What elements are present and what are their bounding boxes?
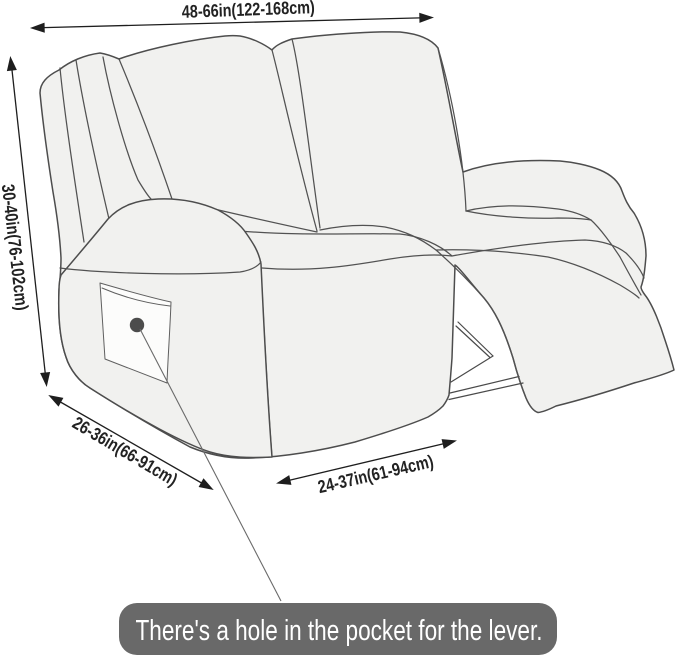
svg-text:24-37in(61-94cm): 24-37in(61-94cm) [316,451,435,497]
svg-text:There's a hole in the pocket f: There's a hole in the pocket for the lev… [136,615,543,647]
svg-text:48-66in(122-168cm): 48-66in(122-168cm) [181,0,315,22]
svg-text:30-40in(76-102cm): 30-40in(76-102cm) [0,183,32,311]
